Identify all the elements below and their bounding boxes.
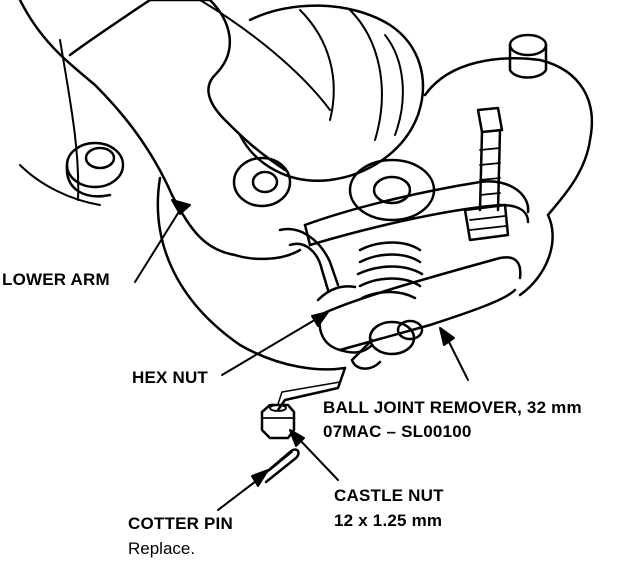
cotter-pin-note: Replace. — [128, 539, 196, 558]
lower-arm-label: LOWER ARM — [2, 270, 110, 289]
ball-joint-remover-part-number: 07MAC – SL00100 — [323, 422, 472, 441]
castle-nut-size: 12 x 1.25 mm — [334, 511, 443, 530]
lower-arm — [18, 0, 331, 261]
hex-nut-leader — [221, 317, 319, 376]
ball-joint-remover-tool — [303, 106, 530, 370]
lower-arm-leader — [134, 209, 181, 283]
leader-lines — [134, 199, 469, 511]
remover-leader — [447, 339, 469, 381]
castle-nut — [260, 403, 296, 440]
castle-nut-leader — [297, 437, 339, 481]
axle-boot — [238, 4, 436, 222]
hex-nut-label: HEX NUT — [132, 368, 209, 387]
cotter-pin — [260, 448, 300, 484]
damper-stud — [508, 33, 548, 79]
cotter-pin-label: COTTER PIN — [128, 514, 233, 533]
castle-nut-label: CASTLE NUT — [334, 486, 444, 505]
cotter-pin-leader — [217, 477, 261, 511]
ball-joint-remover-label: BALL JOINT REMOVER, 32 mm — [323, 398, 582, 417]
steering-knuckle — [19, 39, 594, 412]
